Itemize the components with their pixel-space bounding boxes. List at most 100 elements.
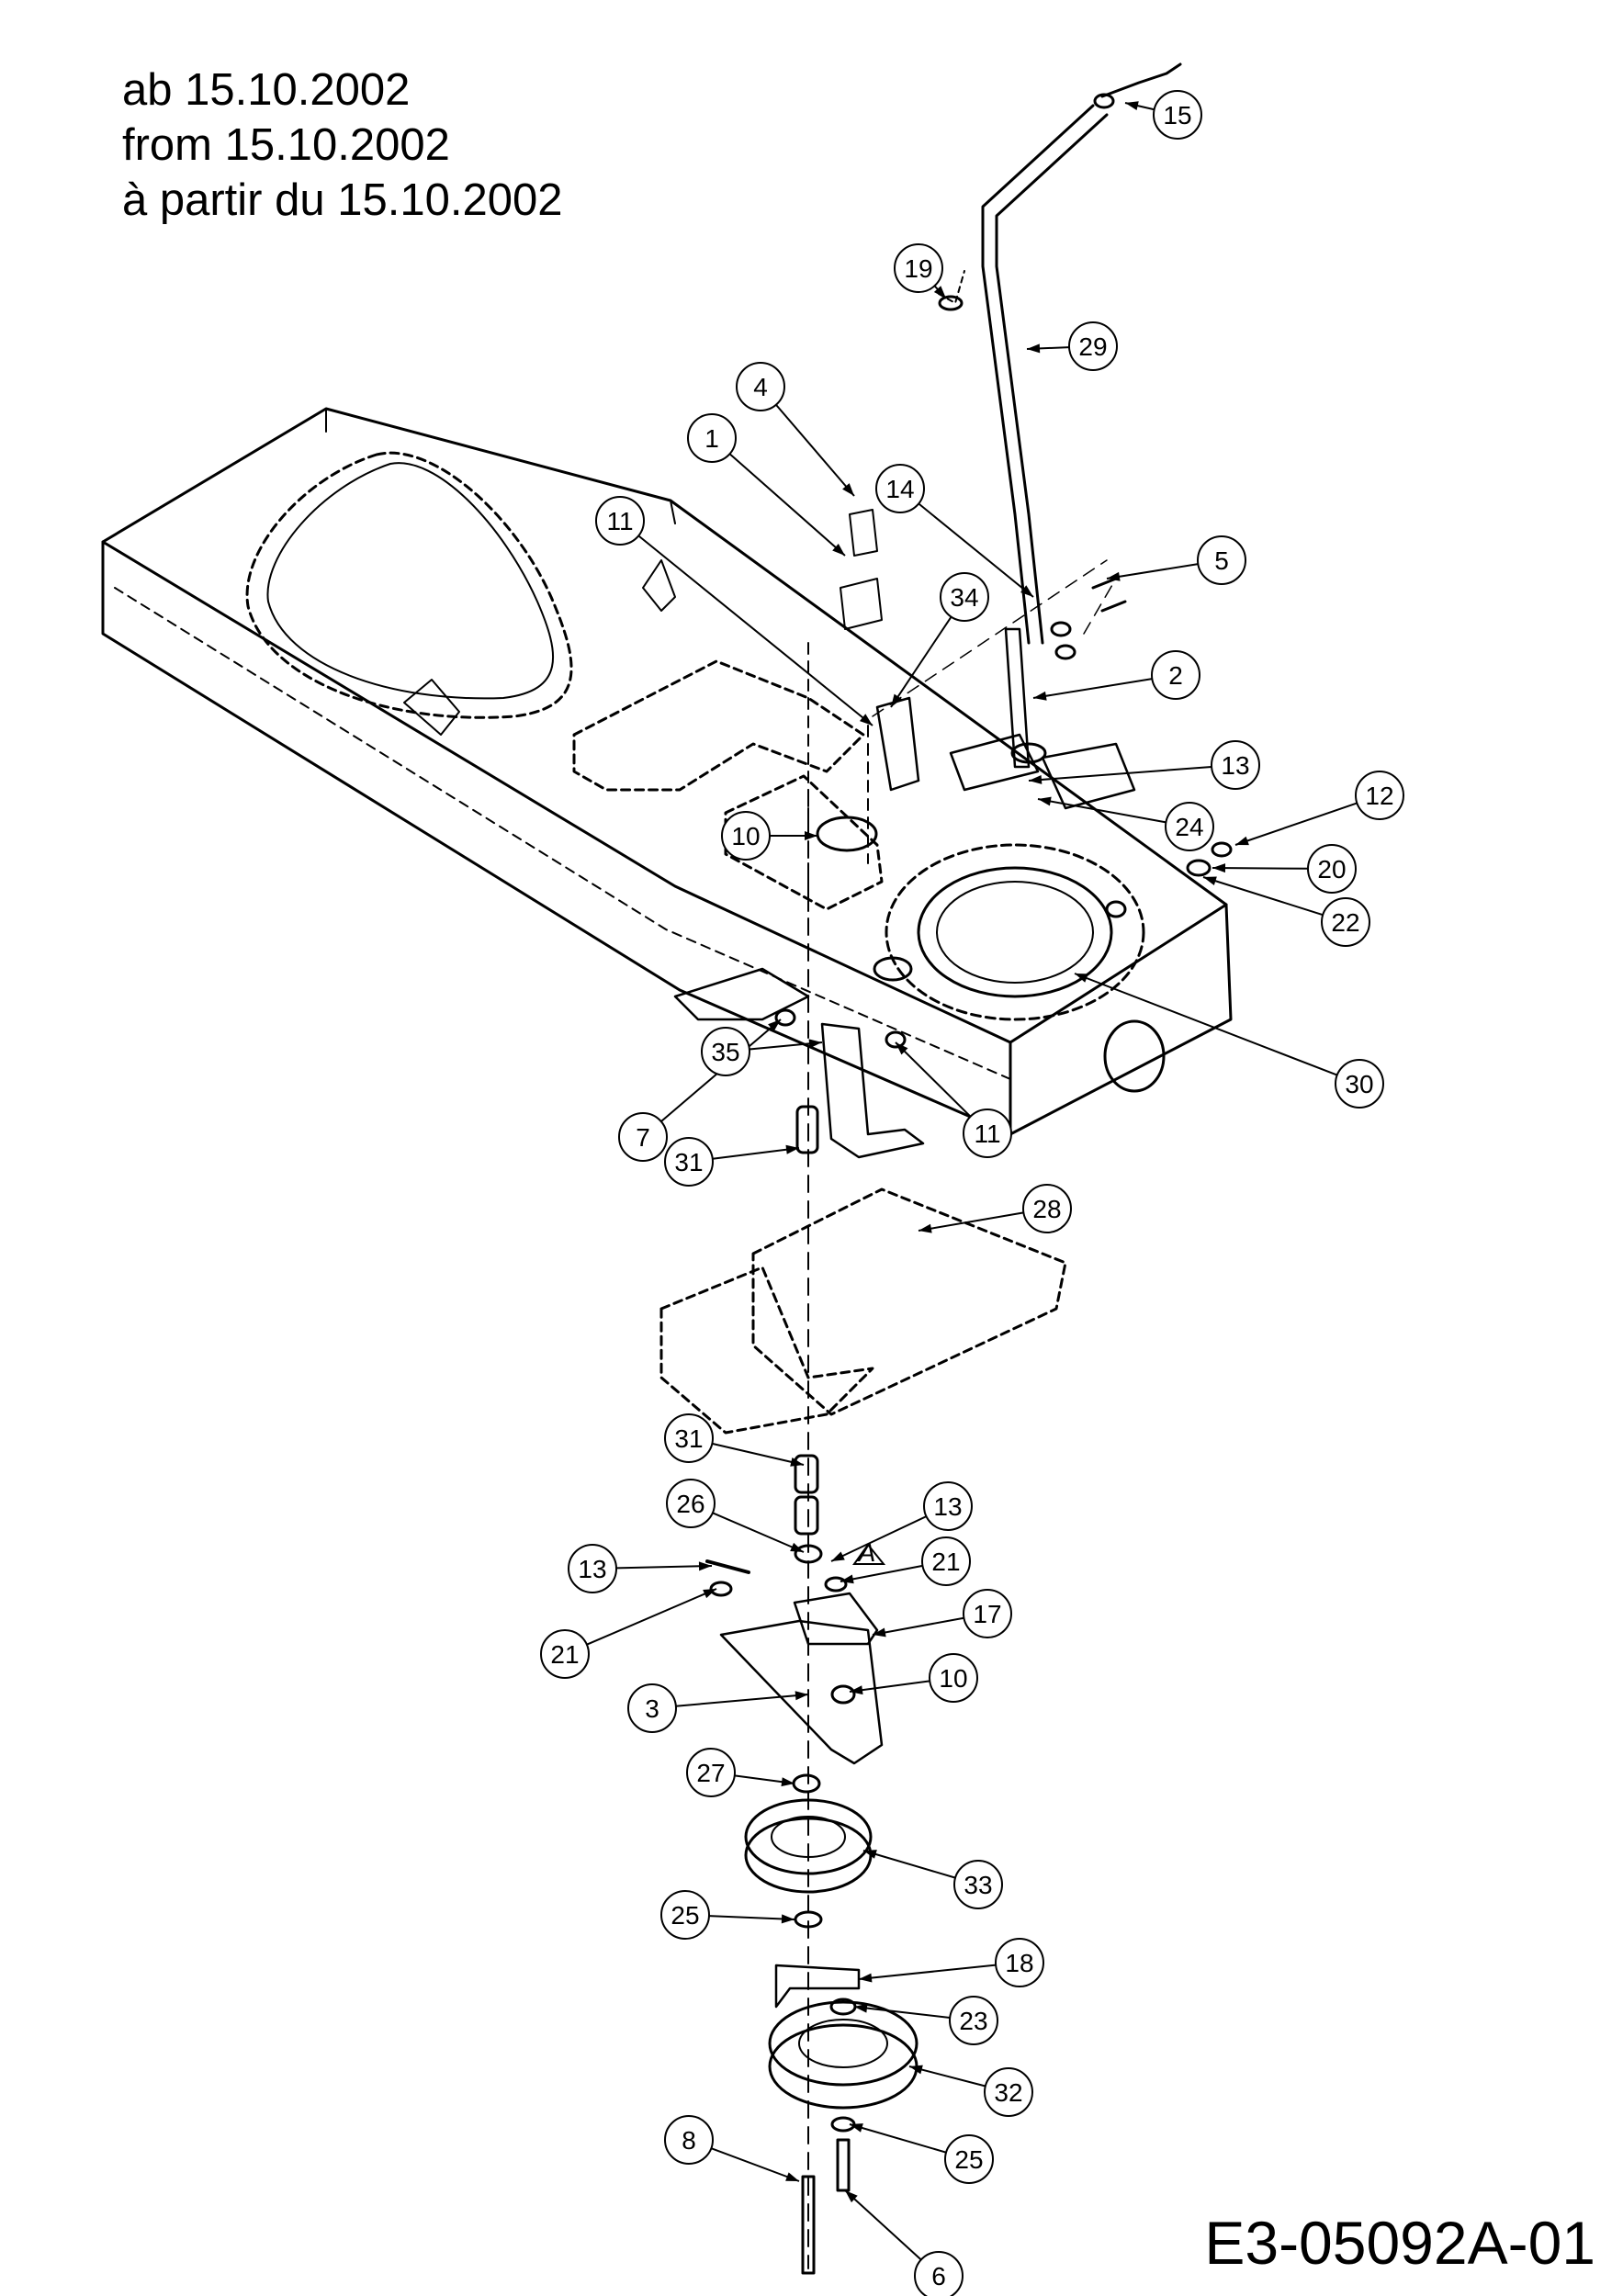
callout-circle <box>949 1996 998 2045</box>
callout-arrowhead <box>790 1457 804 1467</box>
callout-leader <box>712 1147 800 1160</box>
part-callout: 28 <box>1022 1184 1072 1233</box>
callout-circle <box>701 1027 750 1076</box>
part-callout: 13 <box>923 1481 973 1531</box>
callout-leader <box>1037 798 1167 824</box>
callout-number: 32 <box>994 2078 1022 2107</box>
callout-circle <box>1153 90 1202 140</box>
callout-leader <box>712 1442 805 1466</box>
callout-leader <box>637 535 873 726</box>
callout-arrowhead <box>1029 774 1043 784</box>
vertical-bracket <box>820 1022 925 1159</box>
callout-arrowhead <box>863 1850 877 1859</box>
callout-number: 14 <box>885 475 914 503</box>
bearing-27 <box>792 1773 821 1794</box>
washer-26 <box>794 1544 823 1564</box>
callout-circle <box>914 2251 964 2296</box>
drawing-number: E3-05092A-01 <box>1204 2209 1595 2277</box>
effective-date-german: ab 15.10.2002 <box>122 65 411 115</box>
callout-number: 3 <box>645 1694 659 1723</box>
callout-circle <box>984 2067 1033 2117</box>
callout-arrowhead <box>933 286 946 298</box>
callout-leader <box>1212 867 1309 870</box>
callout-number: 26 <box>676 1490 704 1518</box>
callout-circle <box>1197 535 1246 585</box>
callout-circle <box>963 1109 1012 1158</box>
callout-number: 34 <box>950 583 978 612</box>
part-callout: 6 <box>914 2251 964 2296</box>
callout-arrowhead <box>859 714 873 726</box>
callout-leader <box>1106 563 1199 580</box>
callout-circle <box>963 1589 1012 1638</box>
callout-circle <box>627 1683 677 1733</box>
callout-number: 4 <box>753 373 768 401</box>
part-callout: 10 <box>721 811 771 861</box>
callout-leader <box>918 502 1034 598</box>
callout-circle <box>595 496 645 546</box>
callout-circle <box>944 2134 994 2184</box>
callout-number: 5 <box>1214 546 1229 575</box>
callout-leader <box>712 1512 805 1553</box>
callout-leader <box>918 1211 1024 1232</box>
callout-layer: 1519294114511342131224102022303573111283… <box>540 90 1404 2296</box>
callout-arrowhead <box>1203 876 1217 885</box>
callout-circle <box>995 1938 1044 1987</box>
callout-circle <box>687 413 737 463</box>
callout-arrowhead <box>805 831 817 840</box>
callout-circle <box>736 362 785 411</box>
callout-leader <box>1202 876 1324 917</box>
callout-arrowhead <box>873 1627 886 1638</box>
callout-arrowhead <box>795 1691 808 1701</box>
callout-arrowhead <box>703 1589 716 1599</box>
callout-number: 21 <box>931 1548 960 1576</box>
callout-arrowhead <box>831 1551 845 1561</box>
callout-number: 17 <box>973 1600 1001 1628</box>
callout-number: 11 <box>606 507 633 535</box>
callout-leader <box>675 1694 809 1707</box>
callout-arrowhead <box>1212 863 1226 873</box>
part-callout: 14 <box>875 464 925 513</box>
bolt-6 <box>836 2138 851 2192</box>
callout-leader <box>849 1680 930 1693</box>
callout-arrowhead <box>1107 571 1121 581</box>
callout-circle <box>664 2115 714 2165</box>
callout-circle <box>940 572 989 622</box>
callout-arrowhead <box>854 2003 868 2013</box>
part-callout: 25 <box>944 2134 994 2184</box>
callout-circle <box>929 1653 978 1703</box>
part-callout: 15 <box>1153 90 1202 140</box>
callout-arrowhead <box>850 2123 863 2133</box>
callout-number: 15 <box>1163 101 1191 129</box>
callout-circle <box>1022 1184 1072 1233</box>
callout-arrowhead <box>781 1777 795 1787</box>
callout-circle <box>664 1137 714 1187</box>
callout-leader <box>586 1588 717 1646</box>
callout-number: 8 <box>682 2126 696 2155</box>
callout-number: 11 <box>974 1120 1000 1148</box>
bracket-rear-left <box>673 967 810 1021</box>
washer-21-right <box>824 1576 848 1593</box>
part-callout: 3 <box>627 1683 677 1733</box>
callout-arrowhead <box>909 2065 923 2075</box>
callout-leader <box>840 1564 923 1582</box>
callout-arrowhead <box>1027 343 1041 354</box>
part-callout: 18 <box>995 1938 1044 1987</box>
idler-arm <box>719 1619 884 1765</box>
callout-arrowhead <box>790 1542 804 1552</box>
callout-circle <box>1165 802 1214 851</box>
part-callout: 31 <box>664 1137 714 1187</box>
callout-arrowhead <box>845 2190 858 2203</box>
callout-number: 25 <box>954 2145 983 2174</box>
callout-number: 30 <box>1345 1070 1373 1098</box>
part-callout: 4 <box>736 362 785 411</box>
callout-leader <box>1032 678 1153 699</box>
callout-circle <box>664 1413 714 1463</box>
pulley-32 <box>768 2000 919 2110</box>
callout-number: 29 <box>1078 332 1107 361</box>
callout-number: 10 <box>939 1664 967 1693</box>
callout-arrowhead <box>850 1685 863 1695</box>
pin-8 <box>801 2175 816 2275</box>
callout-circle <box>894 243 943 293</box>
callout-arrowhead <box>1075 974 1088 983</box>
callout-number: 7 <box>636 1123 650 1152</box>
